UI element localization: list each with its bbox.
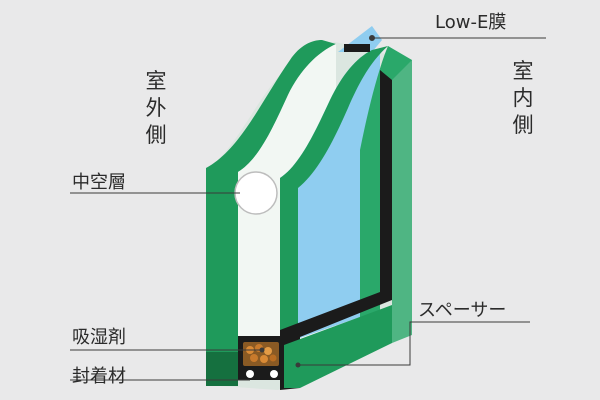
spacer-frame [280, 70, 392, 390]
sealant-label: 封着材 [72, 366, 126, 387]
inner-pane-bottom-edge [284, 305, 392, 388]
outdoor-side-label: 室外側 [145, 69, 167, 147]
outer-pane-bottom-edge [206, 352, 238, 386]
leader-low-e-dot [369, 35, 375, 41]
air-space-marker [234, 171, 278, 215]
spacer-top [344, 44, 370, 52]
indoor-side-label: 室内側 [512, 59, 534, 137]
inner-glass-right-edge [360, 46, 412, 318]
air-space-label: 中空層 [72, 172, 126, 193]
desiccant-label: 吸湿剤 [72, 327, 126, 348]
sealant-dot-right [270, 370, 278, 378]
leader-spacer [298, 321, 530, 366]
spacer-label: スペーサー [418, 300, 507, 321]
glass-side-face [392, 60, 412, 343]
inner-glass-face-lowe [280, 50, 380, 345]
low-e-film-label: Low-E膜 [435, 12, 507, 33]
desiccant-granules [243, 342, 279, 366]
sealant-dot-left [246, 370, 254, 378]
